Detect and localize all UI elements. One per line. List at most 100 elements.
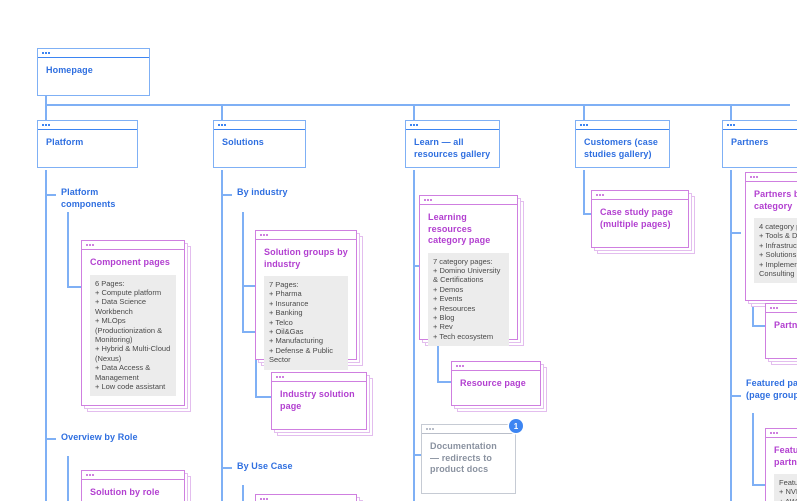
- window-dots-icon: [770, 307, 778, 309]
- node-documentation[interactable]: Documentation — redirects to product doc…: [421, 424, 516, 494]
- connector-documentation-stub: [413, 454, 424, 456]
- node-usecase-child[interactable]: [255, 494, 357, 501]
- node-partners-by-category[interactable]: Partners by category 4 category pages: +…: [745, 172, 797, 301]
- connector-overview-role-spine: [67, 456, 69, 501]
- window-titlebar: [766, 429, 797, 438]
- node-note: 4 category pages: + Tools & Data + Infra…: [754, 218, 797, 284]
- connector-component-pages-stub: [67, 286, 81, 288]
- window-dots-icon: [750, 176, 758, 178]
- node-customers[interactable]: Customers (case studies gallery): [575, 120, 670, 168]
- node-platform[interactable]: Platform: [37, 120, 138, 168]
- window-dots-icon: [42, 124, 50, 126]
- node-featured-partners-page[interactable]: Featured partners page Featured partners…: [765, 428, 797, 501]
- connector-platform-components-spine: [67, 212, 69, 287]
- window-dots-icon: [580, 124, 588, 126]
- node-partner-page[interactable]: Partner page: [765, 303, 797, 359]
- group-label-by-industry: By industry: [237, 187, 288, 197]
- connector-by-industry-spine: [242, 212, 244, 332]
- node-partners[interactable]: Partners: [722, 120, 797, 168]
- group-label-platform-components: Platform components: [61, 187, 116, 209]
- connector-featured-partners-stub: [730, 395, 741, 397]
- node-title: Solution by role: [90, 487, 160, 497]
- node-note: 6 Pages: + Compute platform + Data Scien…: [90, 274, 176, 397]
- node-resource-page-stack: Resource page: [451, 361, 547, 412]
- window-dots-icon: [426, 428, 434, 430]
- connector-drop-solutions: [221, 104, 223, 120]
- node-title: Customers (case studies gallery): [584, 137, 659, 159]
- node-industry-solution-stack: Industry solution page: [271, 372, 373, 436]
- window-dots-icon: [218, 124, 226, 126]
- window-titlebar: [214, 121, 305, 130]
- connector-platform-components-stub: [45, 194, 56, 196]
- window-dots-icon: [276, 376, 284, 378]
- node-homepage[interactable]: Homepage: [37, 48, 150, 96]
- node-resource-page[interactable]: Resource page: [451, 361, 541, 406]
- connector-resource-page-stub: [437, 381, 451, 383]
- node-solution-by-role-stack: Solution by role: [81, 470, 191, 501]
- node-solution-groups-by-industry[interactable]: Solution groups by industry 7 Pages: + P…: [255, 230, 357, 370]
- node-learning-resources-category-page[interactable]: Learning resources category page 7 categ…: [419, 195, 518, 347]
- connector-partner-page-stub: [752, 325, 765, 327]
- connector-drop-learn: [413, 104, 415, 120]
- comment-count-badge[interactable]: 1: [509, 419, 523, 433]
- connector-industry-solution-stub: [242, 331, 255, 333]
- node-title: Solution groups by industry: [264, 247, 348, 269]
- connector-customers-spine: [583, 170, 585, 214]
- connector-homepage-down: [45, 96, 47, 105]
- node-partners-by-category-stack: Partners by category 4 category pages: +…: [745, 172, 797, 307]
- group-label-overview-by-role: Overview by Role: [61, 432, 138, 442]
- node-featured-partners-stack: Featured partners page Featured partners…: [765, 428, 797, 501]
- window-titlebar: [746, 173, 797, 182]
- node-title: Learn — all resources gallery: [414, 137, 491, 159]
- node-title: Case study page (multiple pages): [600, 207, 674, 229]
- node-title: Homepage: [46, 65, 93, 75]
- node-title: Documentation — redirects to product doc…: [430, 441, 497, 474]
- node-solutions[interactable]: Solutions: [213, 120, 306, 168]
- window-titlebar: [38, 49, 149, 58]
- connector-by-usecase-spine: [242, 485, 244, 501]
- window-dots-icon: [410, 124, 418, 126]
- node-solution-by-role[interactable]: Solution by role: [81, 470, 185, 501]
- connector-resource-page-spine: [437, 340, 439, 382]
- connector-drop-partners: [730, 104, 732, 120]
- window-dots-icon: [727, 124, 735, 126]
- connector-by-usecase-stub: [221, 467, 232, 469]
- connector-industry-solution-drop: [255, 331, 257, 397]
- connector-learn-spine: [413, 170, 415, 501]
- connector-main-bus: [45, 104, 790, 106]
- window-dots-icon: [456, 365, 464, 367]
- connector-drop-platform: [45, 104, 47, 120]
- node-component-pages[interactable]: Component pages 6 Pages: + Compute platf…: [81, 240, 185, 406]
- connector-partners-spine: [730, 170, 732, 501]
- window-titlebar: [406, 121, 499, 130]
- window-dots-icon: [424, 199, 432, 201]
- window-titlebar: [592, 191, 688, 200]
- window-titlebar: [38, 121, 137, 130]
- node-component-pages-stack: Component pages 6 Pages: + Compute platf…: [81, 240, 191, 412]
- node-note: 7 category pages: + Domino University & …: [428, 252, 509, 347]
- window-titlebar: [256, 495, 356, 501]
- node-case-study-stack: Case study page (multiple pages): [591, 190, 695, 254]
- node-title: Featured partners page: [774, 445, 797, 467]
- node-usecase-child-stack: [255, 494, 363, 501]
- node-title: Partners by category: [754, 189, 797, 211]
- node-industry-solution-page[interactable]: Industry solution page: [271, 372, 367, 430]
- node-learn[interactable]: Learn — all resources gallery: [405, 120, 500, 168]
- node-title: Solutions: [222, 137, 264, 147]
- node-note: Featured partners: + NVIDIA + AWS: [774, 474, 797, 501]
- node-title: Platform: [46, 137, 84, 147]
- window-titlebar: [82, 241, 184, 250]
- window-dots-icon: [260, 234, 268, 236]
- window-titlebar: [576, 121, 669, 130]
- node-title: Industry solution page: [280, 389, 355, 411]
- node-title: Partners: [731, 137, 769, 147]
- group-label-featured-partners: Featured partners (page groups): [746, 378, 797, 400]
- node-partner-page-stack: Partner page: [765, 303, 797, 365]
- node-title: Learning resources category page: [428, 212, 491, 245]
- node-note: 7 Pages: + Pharma + Insurance + Banking …: [264, 276, 348, 370]
- connector-industry-solution-in: [255, 396, 271, 398]
- node-case-study-page[interactable]: Case study page (multiple pages): [591, 190, 689, 248]
- window-dots-icon: [86, 244, 94, 246]
- connector-learning-category-stub: [413, 265, 424, 267]
